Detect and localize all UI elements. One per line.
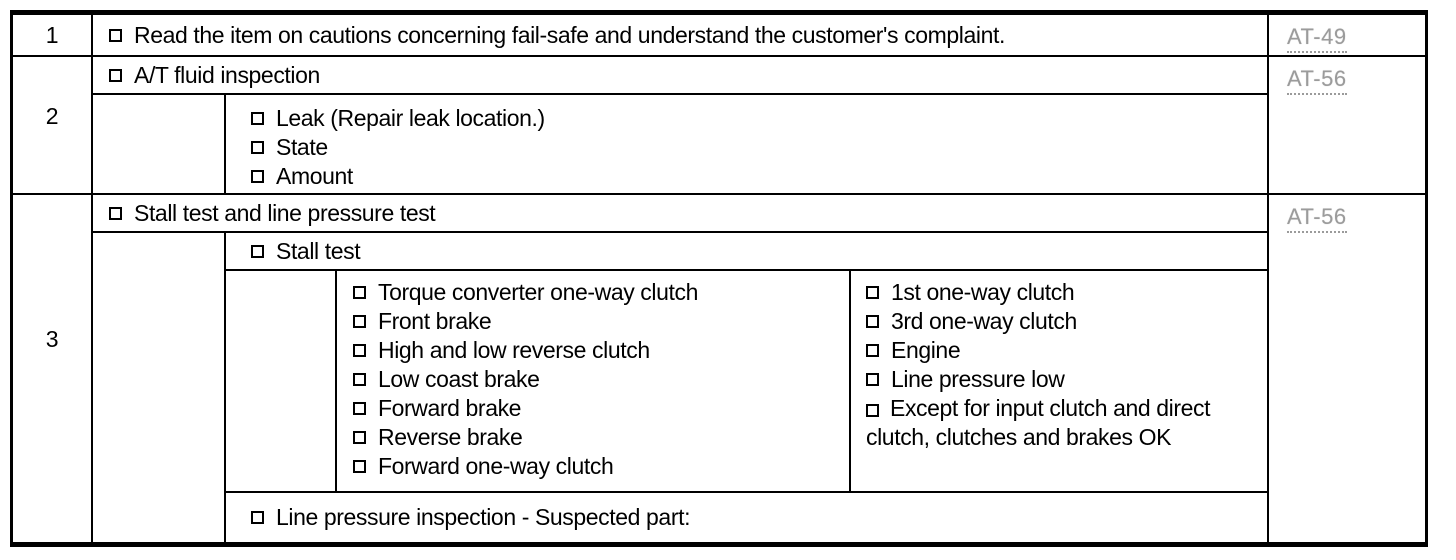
stall-test-section: Stall test Torque converter one-way clut…: [226, 233, 1267, 542]
checklist-item-label: Stall test: [276, 237, 361, 264]
checklist-item-label: Low coast brake: [378, 366, 540, 392]
checkbox-icon[interactable]: [251, 244, 264, 258]
checklist-item-label: Front brake: [378, 308, 492, 334]
step-3-content-cell: Stall test and line pressure test Stall …: [93, 195, 1267, 542]
checklist-item-label: Line pressure low: [891, 366, 1065, 392]
checkbox-icon[interactable]: [353, 373, 366, 386]
checkbox-icon[interactable]: [109, 206, 122, 220]
checklist-item-label: A/T fluid inspection: [134, 61, 320, 88]
checklist-item-label: Torque converter one-way clutch: [378, 279, 698, 305]
checklist-item: Stall test and line pressure test: [93, 195, 1267, 233]
checkbox-icon[interactable]: [109, 28, 122, 42]
table-row-step-1: 1 Read the item on cautions concerning f…: [13, 15, 1425, 55]
page-reference-cell: AT-49: [1267, 15, 1425, 55]
checklist-item: 1st one-way clutch: [866, 278, 1255, 307]
checkbox-icon[interactable]: [251, 141, 264, 154]
checklist-item-label: Leak (Repair leak location.): [276, 105, 545, 131]
checklist-item: High and low reverse clutch: [337, 336, 849, 365]
step-number-cell: 2: [13, 57, 93, 193]
page-reference-cell: AT-56: [1267, 57, 1425, 193]
page-reference-cell: AT-56: [1267, 195, 1425, 542]
checklist-item-label: Forward one-way clutch: [378, 453, 614, 479]
sub-items-row: Stall test Torque converter one-way clut…: [93, 233, 1267, 542]
checklist-item: Leak (Repair leak location.): [226, 104, 1267, 133]
checklist-item-label: Amount: [276, 163, 353, 189]
step-number-cell: 3: [13, 195, 93, 542]
checklist-item-label: Reverse brake: [378, 424, 523, 450]
checklist-item: 3rd one-way clutch: [866, 307, 1255, 336]
stall-results-right-column: 1st one-way clutch 3rd one-way clutch En…: [851, 271, 1267, 491]
checkbox-icon[interactable]: [251, 170, 264, 183]
checklist-item-label: 3rd one-way clutch: [891, 308, 1077, 334]
step-number: 3: [45, 326, 59, 352]
checkbox-icon[interactable]: [353, 315, 366, 328]
checklist-item: Amount: [226, 162, 1267, 191]
checklist-item-label: Engine: [891, 337, 961, 363]
checklist-item: Line pressure inspection - Suspected par…: [226, 493, 1267, 542]
page-reference-link[interactable]: AT-56: [1287, 66, 1347, 95]
step-1-content-cell: Read the item on cautions concerning fai…: [93, 15, 1267, 55]
checklist-item-label: Read the item on cautions concerning fai…: [134, 21, 1005, 48]
indent-spacer-cell: [226, 271, 337, 491]
page-reference-link[interactable]: AT-49: [1287, 24, 1347, 53]
checklist-item-label: High and low reverse clutch: [378, 337, 650, 363]
checklist-item-label: Except for input clutch and direct clutc…: [866, 395, 1211, 450]
step-number: 1: [45, 21, 59, 48]
checkbox-icon[interactable]: [353, 286, 366, 299]
checklist-item-label: Line pressure inspection - Suspected par…: [276, 504, 691, 530]
checkbox-icon[interactable]: [353, 344, 366, 357]
checklist-item: A/T fluid inspection: [93, 57, 1267, 95]
step-2-content-cell: A/T fluid inspection Leak (Repair leak l…: [93, 57, 1267, 193]
checkbox-icon[interactable]: [866, 315, 879, 328]
table-row-step-2: 2 A/T fluid inspection Leak (Repair leak…: [13, 55, 1425, 193]
stall-results-left-column: Torque converter one-way clutch Front br…: [337, 271, 851, 491]
checklist-item: Reverse brake: [337, 423, 849, 452]
indent-spacer-cell: [93, 233, 226, 542]
checkbox-icon[interactable]: [109, 68, 122, 82]
checkbox-icon[interactable]: [866, 373, 879, 386]
checkbox-icon[interactable]: [251, 511, 264, 524]
checklist-item: Engine: [866, 336, 1255, 365]
checklist-item: Line pressure low: [866, 365, 1255, 394]
fluid-inspection-sub-items: Leak (Repair leak location.) State Amoun…: [226, 95, 1267, 193]
checklist-item-label: Stall test and line pressure test: [134, 199, 436, 226]
checklist-item: Except for input clutch and direct clutc…: [866, 394, 1255, 452]
step-number: 2: [45, 102, 59, 129]
diagnostic-checklist-table: 1 Read the item on cautions concerning f…: [10, 10, 1428, 547]
checkbox-icon[interactable]: [251, 112, 264, 125]
checklist-item-label: 1st one-way clutch: [891, 279, 1075, 305]
stall-test-results-table: Torque converter one-way clutch Front br…: [226, 271, 1267, 493]
checkbox-icon[interactable]: [866, 286, 879, 299]
indent-spacer-cell: [93, 95, 226, 193]
checkbox-icon[interactable]: [353, 460, 366, 473]
checklist-item: Stall test: [226, 233, 1267, 271]
page-reference-link[interactable]: AT-56: [1287, 204, 1347, 233]
sub-items-row: Leak (Repair leak location.) State Amoun…: [93, 95, 1267, 193]
checklist-item: Read the item on cautions concerning fai…: [93, 15, 1267, 55]
checkbox-icon[interactable]: [353, 402, 366, 415]
step-number-cell: 1: [13, 15, 93, 55]
checklist-item: Front brake: [337, 307, 849, 336]
checkbox-icon[interactable]: [866, 404, 879, 417]
checklist-item: Forward brake: [337, 394, 849, 423]
checklist-item: Low coast brake: [337, 365, 849, 394]
checklist-item: Torque converter one-way clutch: [337, 278, 849, 307]
table-row-step-3: 3 Stall test and line pressure test Stal…: [13, 193, 1425, 542]
checkbox-icon[interactable]: [866, 344, 879, 357]
checklist-item: State: [226, 133, 1267, 162]
checkbox-icon[interactable]: [353, 431, 366, 444]
checklist-item-label: State: [276, 134, 328, 160]
checklist-item-label: Forward brake: [378, 395, 522, 421]
checklist-item: Forward one-way clutch: [337, 452, 849, 481]
